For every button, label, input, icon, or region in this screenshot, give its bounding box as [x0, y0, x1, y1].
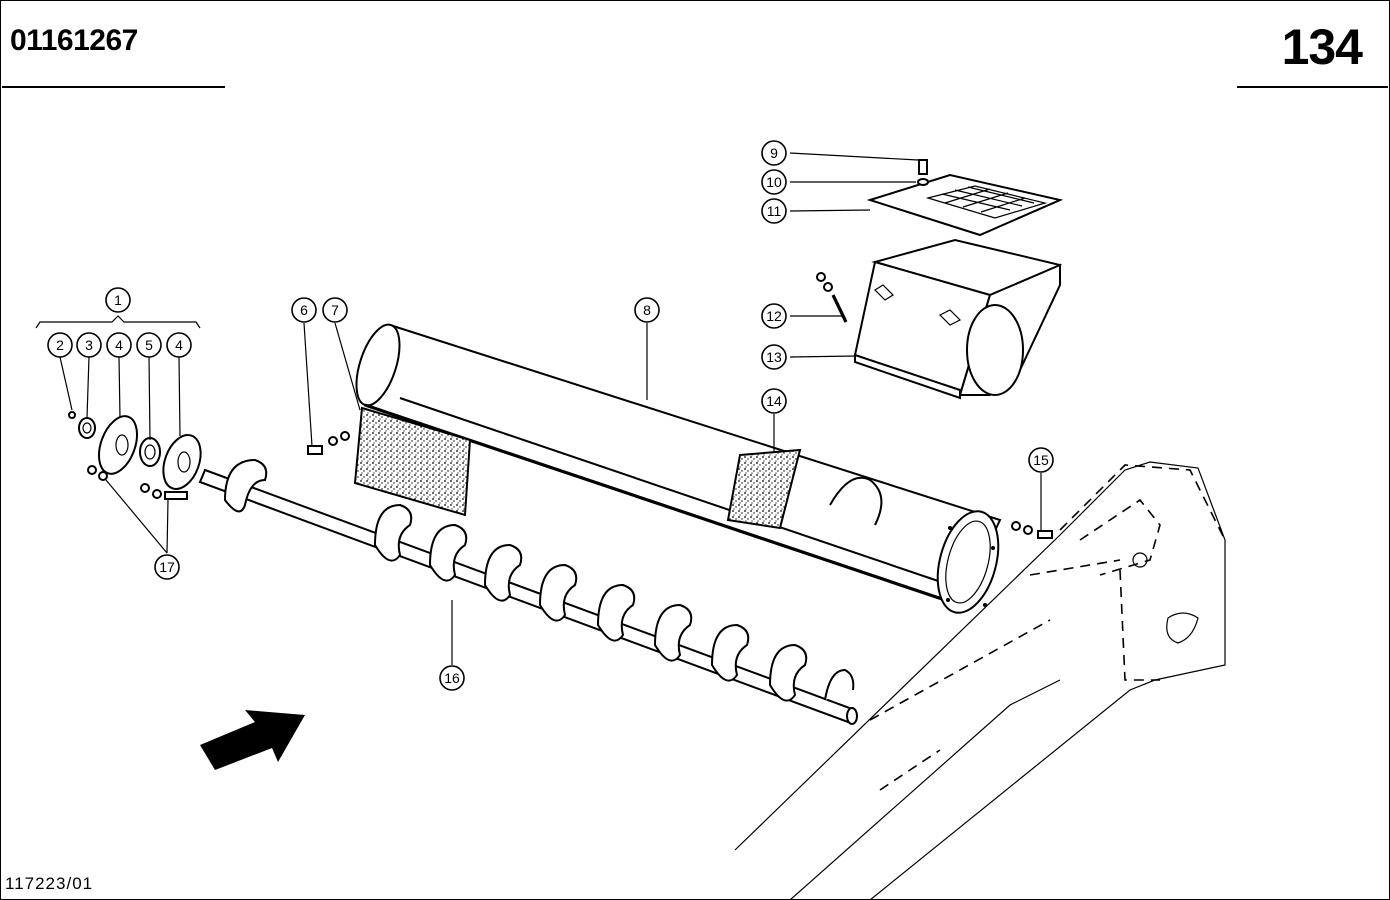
- drawing-reference: 117223/01: [5, 874, 94, 893]
- callout-17: 17: [154, 554, 180, 580]
- svg-text:11: 11: [767, 203, 782, 219]
- svg-text:13: 13: [766, 349, 782, 365]
- bearing-assembly: [68, 411, 202, 500]
- svg-text:16: 16: [444, 670, 460, 686]
- callout-11: 11: [761, 198, 787, 224]
- chassis-frame: [734, 461, 1226, 900]
- callout-10: 10: [761, 169, 787, 195]
- svg-text:10: 10: [766, 174, 782, 190]
- svg-text:7: 7: [331, 302, 339, 318]
- svg-text:9: 9: [770, 145, 778, 161]
- callout-8: 8: [634, 297, 660, 323]
- direction-arrow: [200, 710, 305, 770]
- svg-text:6: 6: [300, 302, 308, 318]
- callout-6: 6: [291, 297, 317, 323]
- svg-text:4: 4: [115, 337, 123, 353]
- hopper-screen: [925, 185, 1048, 219]
- callout-4b: 4: [166, 332, 192, 358]
- wear-plate: [353, 406, 472, 517]
- svg-text:1: 1: [114, 292, 122, 308]
- page-number: 134: [1281, 19, 1363, 75]
- svg-text:8: 8: [643, 302, 651, 318]
- callout-2: 2: [47, 332, 73, 358]
- svg-text:12: 12: [766, 308, 782, 324]
- svg-text:4: 4: [175, 337, 183, 353]
- callout-9: 9: [761, 140, 787, 166]
- svg-text:14: 14: [766, 393, 782, 409]
- callout-7: 7: [322, 297, 348, 323]
- callout-13: 13: [761, 344, 787, 370]
- callout-12: 12: [761, 303, 787, 329]
- callout-16: 16: [439, 665, 465, 691]
- svg-text:15: 15: [1033, 452, 1049, 468]
- tube-band: [726, 448, 802, 530]
- fasteners: [307, 159, 1053, 539]
- part-number: 01161267: [10, 24, 138, 57]
- svg-text:5: 5: [145, 337, 153, 353]
- callout-14: 14: [761, 388, 787, 414]
- callout-4a: 4: [106, 332, 132, 358]
- auger-screw: [198, 458, 858, 725]
- auger-tube: [355, 323, 1002, 614]
- callout-1: 1: [105, 287, 131, 313]
- hopper-assembly: [853, 173, 1064, 400]
- callout-3: 3: [76, 332, 102, 358]
- leader-lines: [35, 152, 1042, 665]
- svg-text:17: 17: [159, 559, 175, 575]
- svg-text:3: 3: [85, 337, 93, 353]
- svg-text:2: 2: [56, 337, 64, 353]
- callout-15: 15: [1028, 447, 1054, 473]
- callout-5: 5: [136, 332, 162, 358]
